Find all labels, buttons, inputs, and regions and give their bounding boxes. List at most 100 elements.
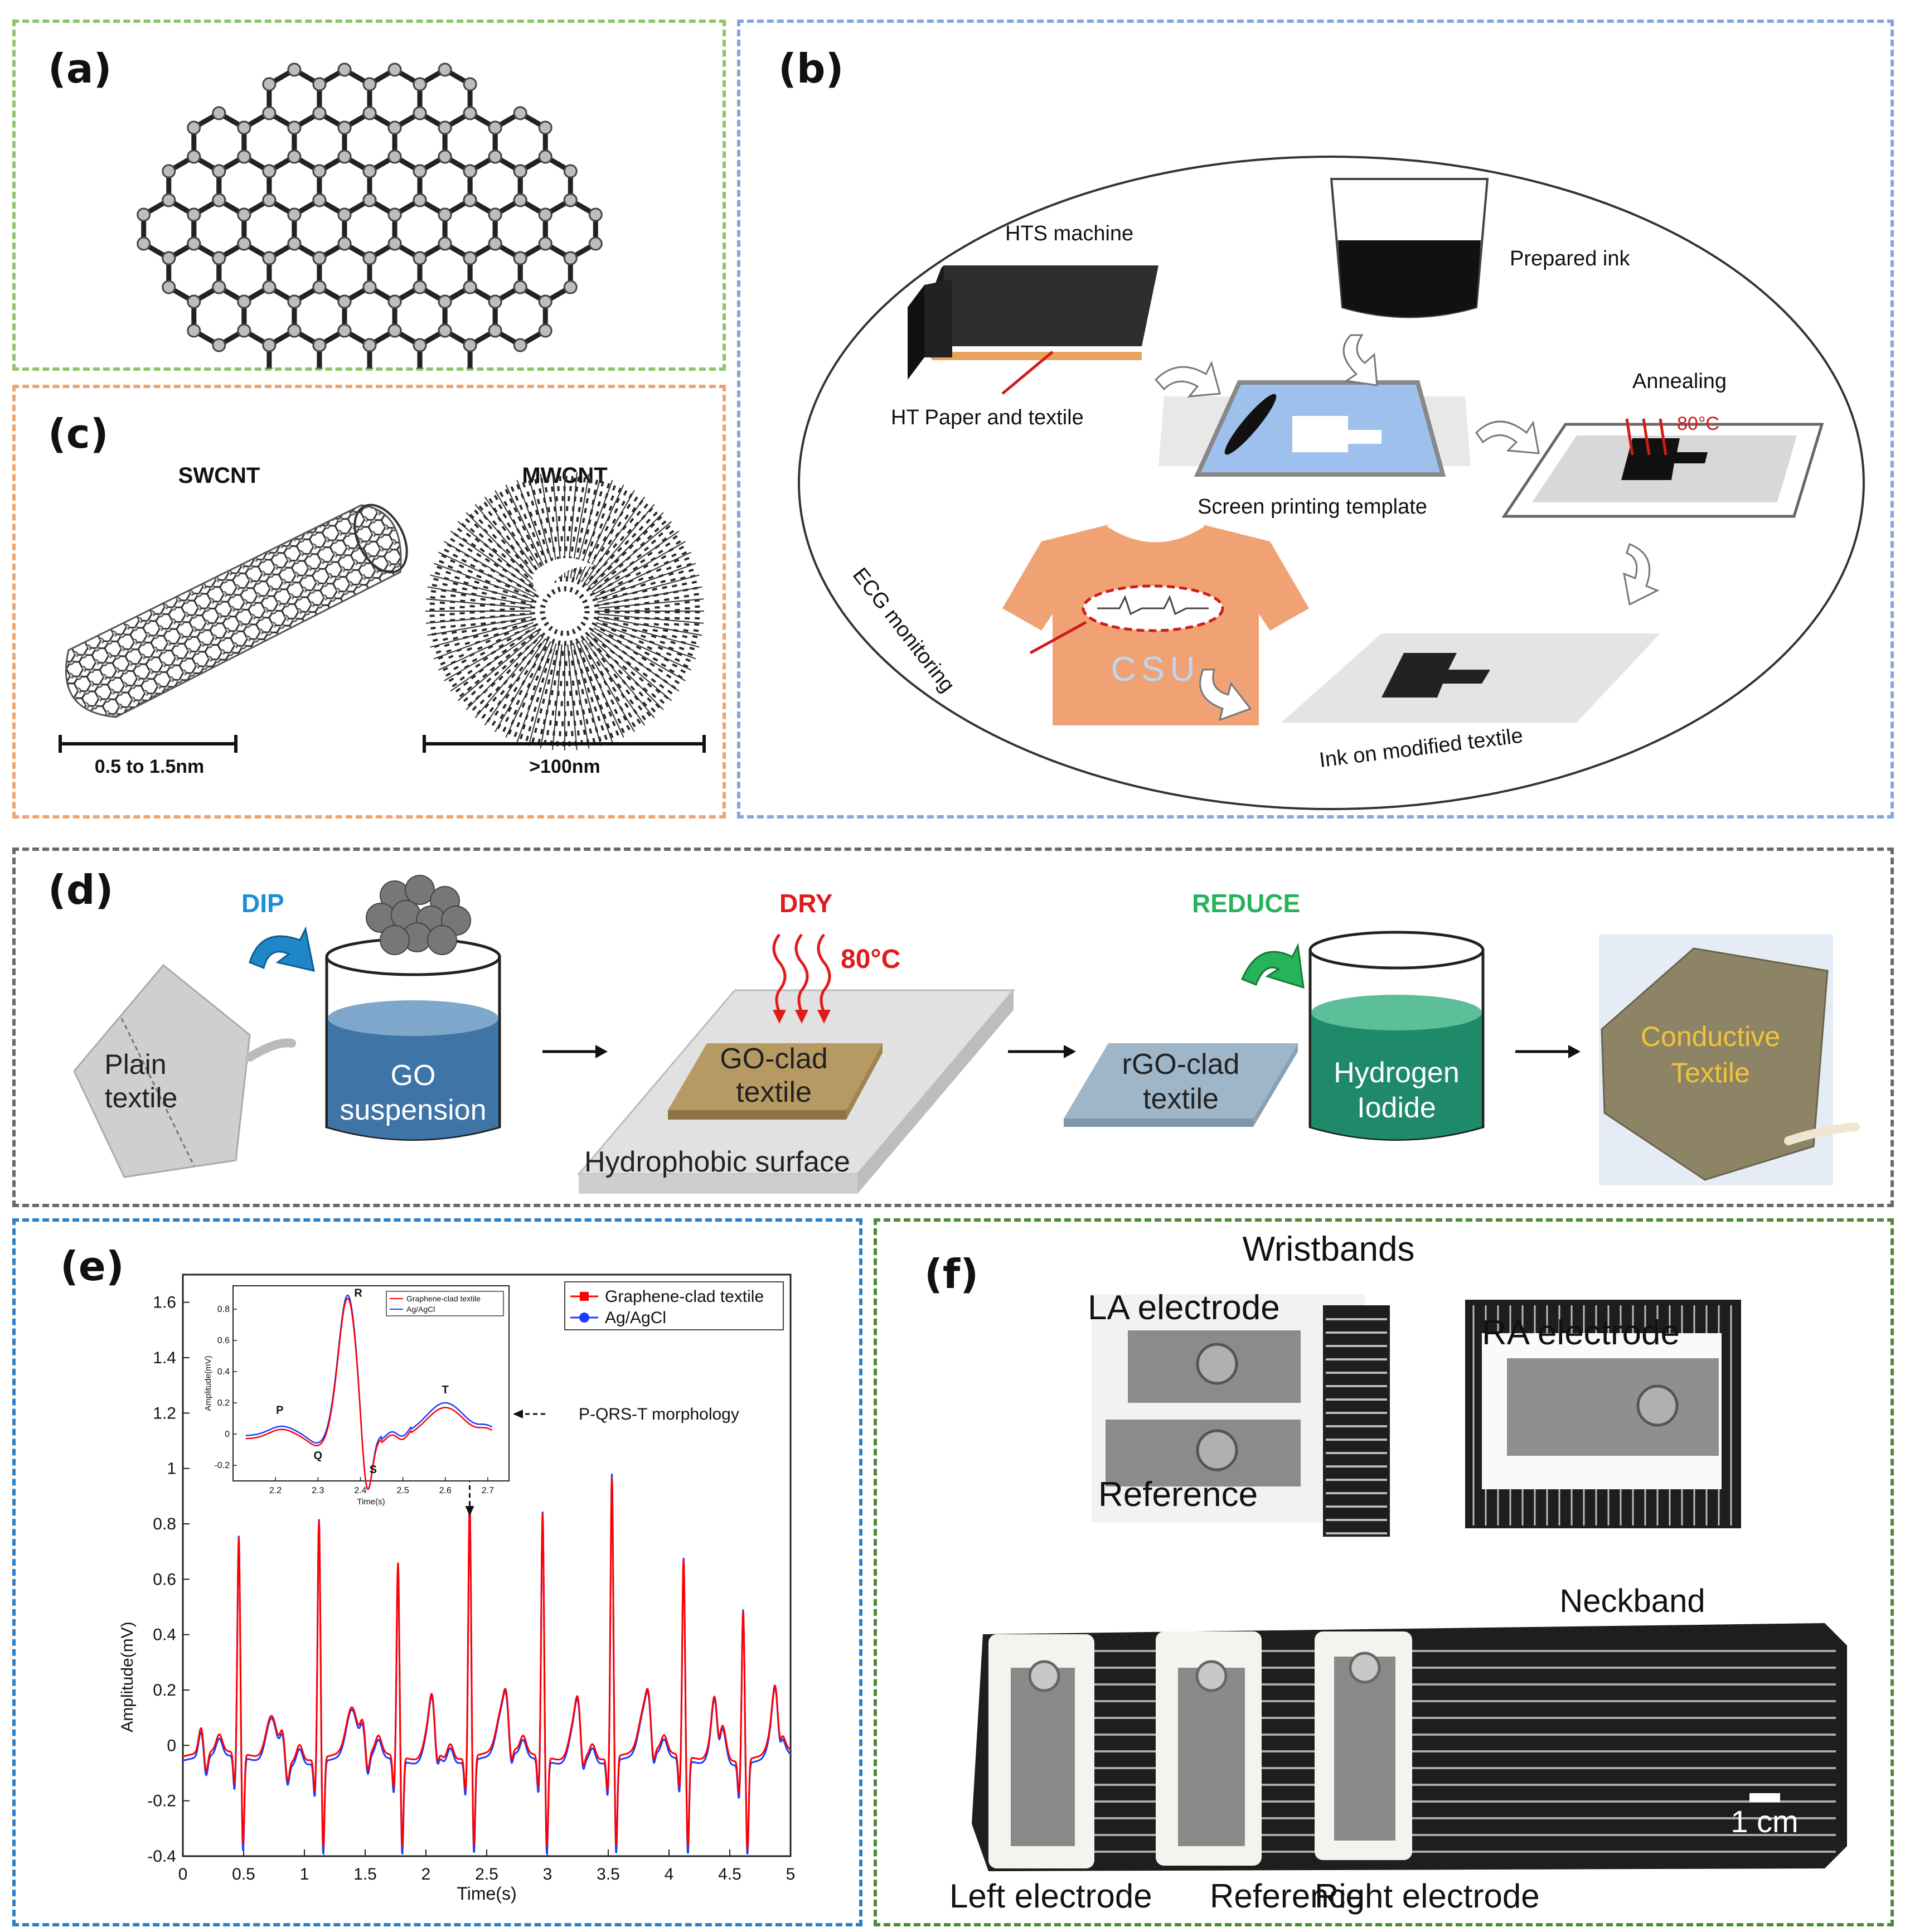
dip-dry-reduce-process: Plain textile DIP GO suspension GO-clad …	[73, 875, 1860, 1194]
mwcnt-scale-label: >100nm	[529, 756, 600, 777]
x-tick-label: 4.5	[718, 1865, 741, 1883]
annealing-plate	[1501, 418, 1824, 518]
screen-template-label: Screen printing template	[1198, 495, 1427, 519]
heat-arrows-icon	[772, 933, 831, 1013]
x-axis-label: Time(s)	[457, 1883, 516, 1904]
inset-y-tick-label: -0.2	[214, 1461, 230, 1470]
panel-d: (d) Plain textile DIP GO suspension	[12, 848, 1894, 1207]
annotation-arrowhead	[513, 1410, 523, 1418]
x-tick-label: 3	[543, 1865, 552, 1883]
ra-electrode-label: RA electrode	[1482, 1314, 1680, 1352]
x-tick-label: 0.5	[232, 1865, 255, 1883]
reference-bottom-label: Reference	[1210, 1877, 1364, 1915]
inset-x-tick-label: 2.7	[482, 1486, 494, 1495]
ink-beaker	[1330, 178, 1489, 318]
inset-plot-frame	[232, 1285, 510, 1481]
wave-label-p: P	[276, 1405, 283, 1417]
mwcnt-tube	[425, 472, 704, 750]
left-wristband	[1092, 1294, 1390, 1537]
panel-c-label: (c)	[48, 410, 109, 457]
hts-machine	[908, 265, 1158, 395]
panel-f-label: (f)	[924, 1251, 979, 1297]
go-suspension-label: suspension	[340, 1094, 486, 1126]
y-tick-label: 1.6	[153, 1294, 176, 1312]
hts-machine-label: HTS machine	[1005, 222, 1133, 245]
scale-bar-label: 1 cm	[1731, 1804, 1798, 1839]
go-clad-textile-label: textile	[736, 1076, 812, 1108]
annotation-label: P-QRS-T morphology	[579, 1405, 739, 1423]
cycle-arrows	[1154, 334, 1660, 722]
swcnt-scale-bar	[59, 735, 237, 753]
inset-x-tick-label: 2.2	[269, 1486, 282, 1495]
left-electrode-label: Left electrode	[949, 1877, 1152, 1915]
x-tick-label: 1	[300, 1865, 309, 1883]
inset-y-axis-label: Amplitude(mV)	[203, 1355, 213, 1411]
reference-top-label: Reference	[1098, 1475, 1258, 1514]
dip-arrow-icon	[249, 926, 315, 972]
y-tick-label: 0.2	[153, 1681, 176, 1699]
inset-legend-label-agcl: Ag/AgCl	[406, 1305, 435, 1314]
inset-legend-label-graphene: Graphene-clad textile	[406, 1294, 481, 1303]
right-wristband	[1465, 1300, 1741, 1528]
screen-printing-process-diagram: HTS machine HT Paper and textile Prepare…	[798, 156, 1865, 810]
ecg-tshirt	[1002, 522, 1309, 725]
ink-on-textile	[1281, 633, 1660, 723]
annealing-label: Annealing	[1632, 370, 1727, 393]
wave-label-q: Q	[314, 1450, 323, 1462]
x-tick-label: 3.5	[597, 1865, 620, 1883]
dip-label: DIP	[241, 889, 284, 918]
wave-label-r: R	[354, 1287, 362, 1300]
x-tick-label: 5	[786, 1865, 796, 1883]
scale-bar	[1749, 1793, 1780, 1802]
wave-label-t: T	[442, 1384, 449, 1396]
reduce-arrow-icon	[1241, 942, 1305, 989]
inset-x-tick-label: 2.6	[439, 1486, 452, 1495]
conductive-textile-label: Textile	[1671, 1057, 1750, 1088]
dry-temp-label: 80°C	[841, 945, 900, 974]
panel-e-label: (e)	[60, 1243, 124, 1290]
graphene-series-line	[182, 1478, 791, 1852]
inset-graphene-series-line	[245, 1297, 493, 1490]
y-tick-label: 0.4	[153, 1626, 176, 1644]
panel-b: (b) HTS machine HT Paper and textile Pre…	[737, 20, 1894, 819]
go-label: GO	[391, 1059, 436, 1092]
conductive-label: Conductive	[1641, 1021, 1780, 1052]
legend-marker-agcl	[579, 1313, 589, 1323]
heat-arrowheads	[773, 1010, 831, 1024]
x-tick-label: 2.5	[475, 1865, 498, 1883]
y-tick-label: 1	[167, 1460, 176, 1478]
iodide-label: Iodide	[1357, 1092, 1436, 1124]
inset-y-tick-label: 0.2	[217, 1398, 230, 1408]
prepared-ink-label: Prepared ink	[1510, 247, 1630, 270]
la-electrode-label: LA electrode	[1088, 1289, 1280, 1327]
y-axis-label: Amplitude(mV)	[118, 1621, 137, 1732]
ht-paper-label: HT Paper and textile	[891, 406, 1084, 429]
y-tick-label: 1.4	[153, 1349, 176, 1367]
shirt-logo: CSU	[1111, 650, 1201, 689]
inset-legend	[386, 1291, 504, 1316]
y-tick-label: 1.2	[153, 1404, 176, 1422]
legend-label-agcl: Ag/AgCl	[605, 1309, 666, 1327]
legend-marker-graphene	[580, 1292, 589, 1301]
inset-y-tick-label: 0.8	[217, 1305, 230, 1314]
rgo-clad-label: rGO-clad	[1122, 1048, 1240, 1081]
neckband	[972, 1623, 1847, 1871]
panel-b-label: (b)	[778, 45, 844, 92]
wave-label-s: S	[370, 1464, 377, 1476]
process-cycle-ellipse	[798, 156, 1865, 810]
rgo-textile	[1064, 1043, 1298, 1127]
x-tick-label: 2	[421, 1865, 431, 1883]
neckband-label: Neckband	[1559, 1583, 1705, 1619]
screen-printing-template	[1158, 380, 1471, 477]
y-tick-label: -0.4	[147, 1847, 176, 1866]
process-arrow-2	[1008, 1045, 1076, 1058]
plain-textile-label-1: Plain	[104, 1049, 166, 1080]
inset-y-tick-label: 0.4	[217, 1367, 230, 1377]
go-beaker	[325, 875, 501, 1141]
inset-x-tick-label: 2.4	[354, 1486, 366, 1495]
annealing-temp-label: 80°C	[1677, 413, 1719, 434]
hydrophobic-surface	[576, 989, 1016, 1194]
mwcnt-scale-bar	[423, 735, 706, 753]
